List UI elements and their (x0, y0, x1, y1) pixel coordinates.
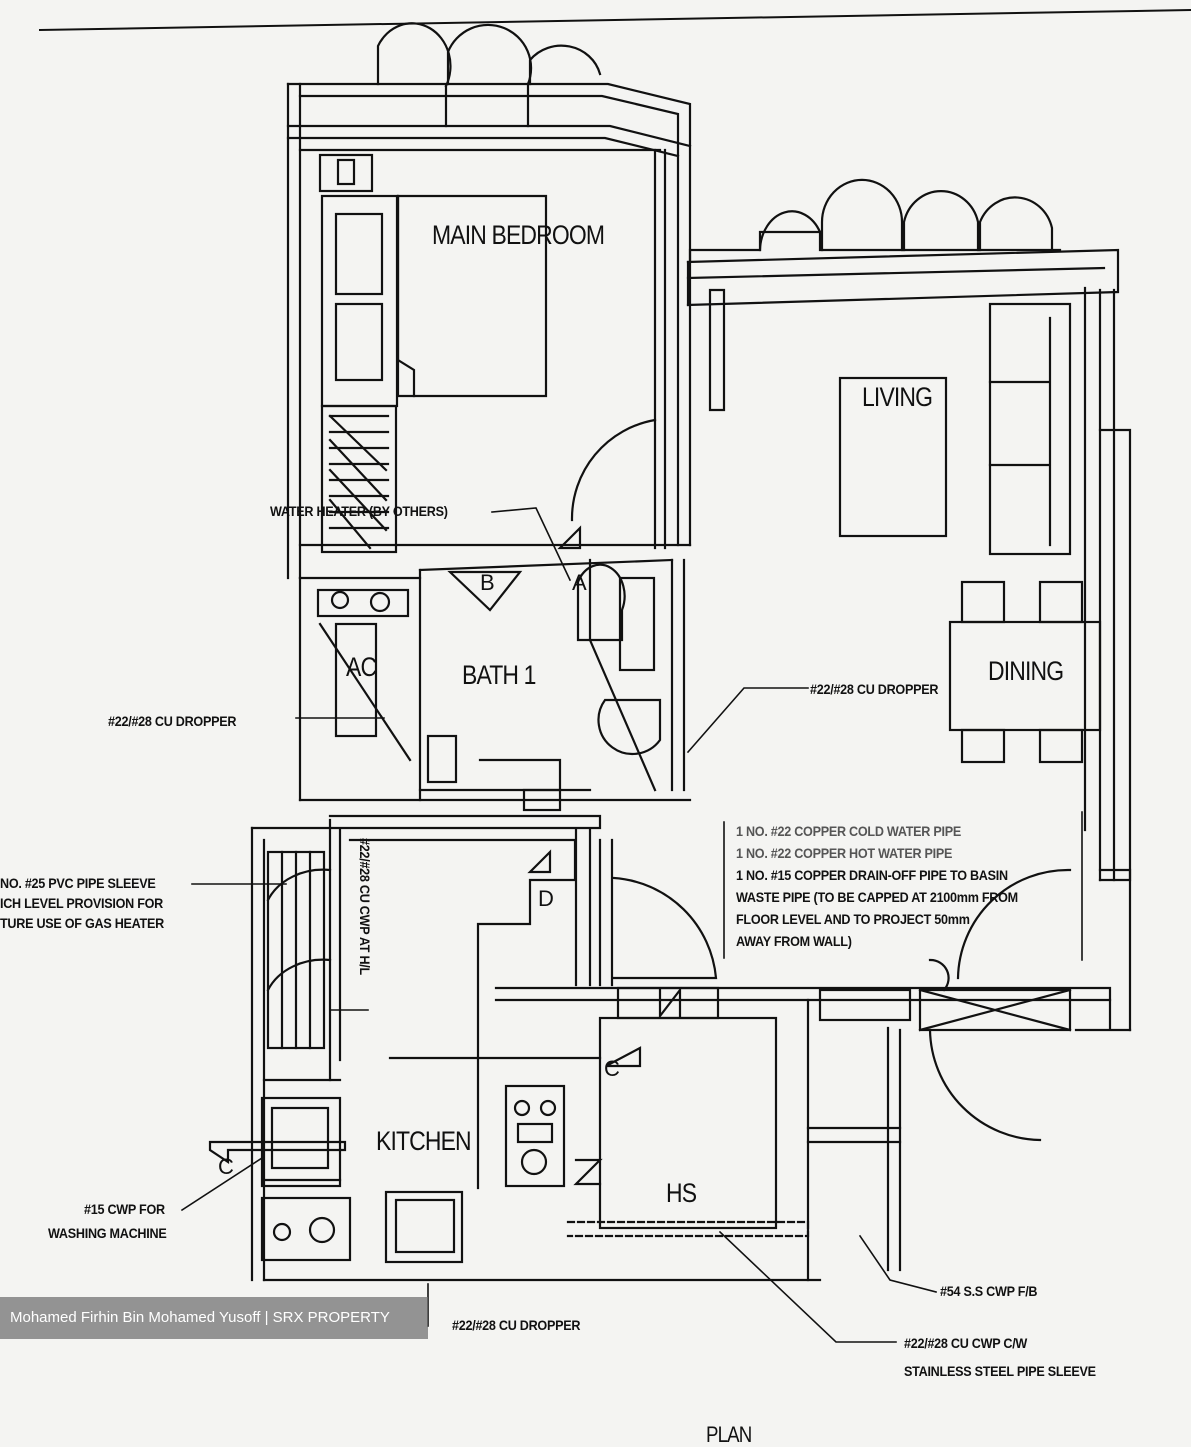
pipe-note-5: FLOOR LEVEL AND TO PROJECT 50mm (736, 911, 970, 927)
pvc-sleeve-note-3: TURE USE OF GAS HEATER (0, 915, 164, 931)
pipe-note-box (723, 811, 1083, 961)
living-label: LIVING (862, 382, 933, 412)
dining-label: DINING (988, 656, 1064, 686)
water-heater-unit (320, 404, 398, 554)
main-bedroom-label: MAIN BEDROOM (432, 220, 605, 250)
laundry-sink (260, 1196, 352, 1262)
sheet-border-line (38, 8, 1191, 32)
pipe-note-1: 1 NO. #22 COPPER COLD WATER PIPE (736, 823, 961, 839)
cwp-vertical-note: #22/#28 CU CWP AT H/L (357, 838, 373, 975)
cu-cwp-note-2: STAINLESS STEEL PIPE SLEEVE (904, 1363, 1096, 1379)
laundry-railing (266, 850, 332, 1050)
main-entrance-door (956, 868, 1072, 980)
living-walls (686, 248, 1132, 1032)
kitchen-stove (504, 1084, 566, 1188)
kitchen-door (612, 876, 718, 980)
bedroom-bed (396, 194, 548, 398)
pvc-sleeve-note-1: NO. #25 PVC PIPE SLEEVE (0, 875, 156, 891)
washing-machine (208, 1096, 347, 1188)
kitchen-label: KITCHEN (376, 1126, 472, 1156)
bath-fixtures (426, 558, 662, 812)
pipe-note-3: 1 NO. #15 COPPER DRAIN-OFF PIPE TO BASIN (736, 867, 1008, 883)
bedroom-wardrobe (318, 153, 399, 408)
plan-caption: PLAN (706, 1422, 752, 1447)
pvc-sleeve-note-2: ICH LEVEL PROVISION FOR (0, 895, 163, 911)
leader-lines (180, 507, 937, 1343)
hs-label: HS (666, 1178, 697, 1208)
entrance-area (806, 958, 1072, 1282)
floor-trap-c (605, 1046, 642, 1068)
dropper-note-left: #22/#28 CU DROPPER (108, 713, 237, 729)
floor-trap-a (557, 525, 582, 550)
pipe-note-6: AWAY FROM WALL) (736, 933, 852, 949)
pipe-note-2: 1 NO. #22 COPPER HOT WATER PIPE (736, 845, 953, 861)
washing-note-1: #15 CWP FOR (84, 1201, 165, 1217)
living-windows (688, 178, 1062, 264)
marker-a: A (572, 570, 587, 595)
coffee-table (838, 376, 948, 538)
ss-cwp-note: #54 S.S CWP F/B (940, 1283, 1038, 1299)
ac-label: AC (346, 652, 377, 682)
ac-unit (316, 588, 412, 762)
washing-note-2: WASHING MACHINE (48, 1225, 167, 1241)
kitchen-sink (384, 1190, 464, 1264)
kitchen-walls (250, 814, 1112, 1282)
dining-table (948, 580, 1102, 764)
cu-cwp-note-1: #22/#28 CU CWP C/W (904, 1335, 1028, 1351)
marker-d: D (538, 886, 554, 911)
dropper-note-bottom: #22/#28 CU DROPPER (452, 1317, 581, 1333)
water-heater-note: WATER HEATER (BY OTHERS) (270, 503, 448, 519)
bath-label: BATH 1 (462, 660, 536, 690)
sofa (988, 302, 1072, 556)
marker-c-laundry: C (218, 1154, 234, 1179)
watermark-banner: Mohamed Firhin Bin Mohamed Yusoff | SRX … (0, 1297, 428, 1339)
bedroom-windows (376, 22, 602, 128)
marker-c-hs: C (604, 1056, 620, 1081)
bath-walls (298, 558, 692, 802)
bedroom-door (570, 418, 657, 522)
pipe-note-4: WASTE PIPE (TO BE CAPPED AT 2100mm FROM (736, 889, 1018, 905)
dropper-note-right: #22/#28 CU DROPPER (810, 681, 939, 697)
floor-trap-d (527, 849, 552, 874)
marker-b: B (480, 570, 495, 595)
